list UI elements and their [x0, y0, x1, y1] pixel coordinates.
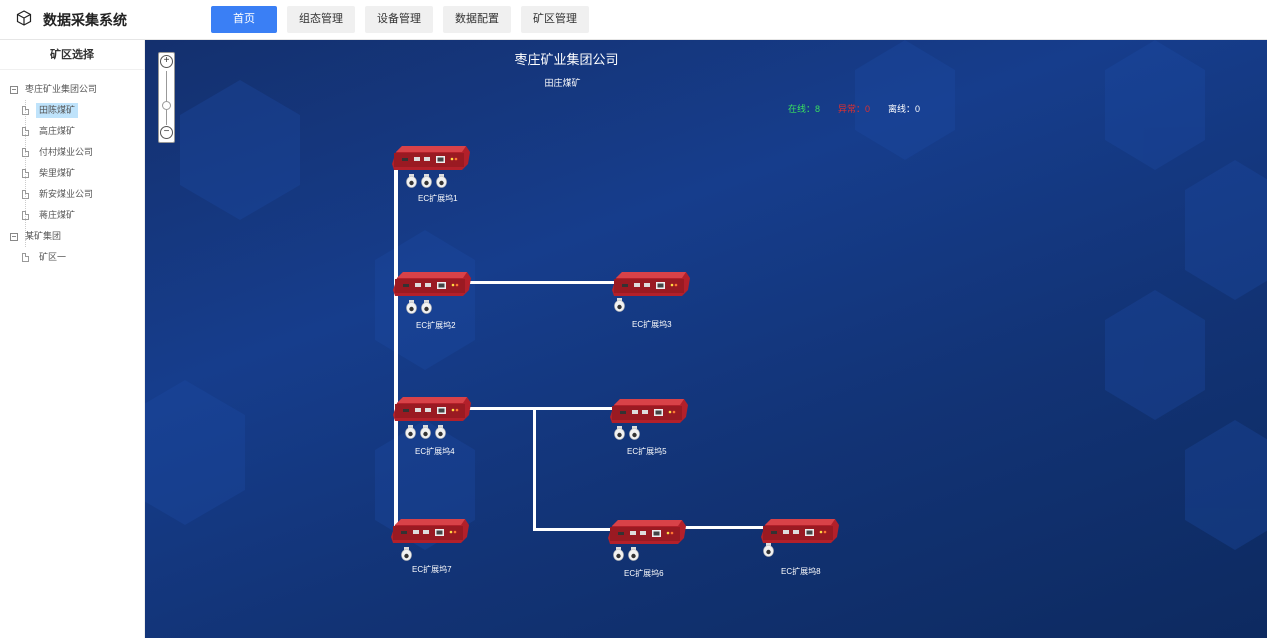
offline-count: 离线：0 [888, 104, 921, 114]
mine-tree: 枣庄矿业集团公司 田陈煤矿 高庄煤矿 付村煤业公司 柴里煤矿 新安煤业公司 蒋庄… [0, 70, 144, 268]
tree-item-label: 付村煤业公司 [39, 147, 94, 157]
topology-canvas[interactable]: + − 枣庄矿业集团公司 田庄煤矿 在线：8 异常：0 离线：0 EC扩展坞1 … [145, 40, 1267, 638]
connection-line [465, 407, 615, 410]
tree-item[interactable]: 矿区一 [0, 247, 144, 268]
nav-mine-management[interactable]: 矿区管理 [521, 6, 589, 33]
file-icon [22, 169, 29, 178]
tree-group[interactable]: 某矿集团 [0, 226, 144, 247]
connection-line [465, 281, 615, 284]
camera-icon[interactable] [421, 300, 432, 314]
canvas-title: 枣庄矿业集团公司 [514, 52, 619, 67]
camera-icon[interactable] [401, 547, 412, 561]
dock-device[interactable] [761, 519, 839, 545]
device-label: EC扩展坞6 [624, 569, 664, 578]
zoom-out-icon[interactable]: − [160, 126, 173, 139]
dock-device[interactable] [610, 399, 688, 425]
device-label: EC扩展坞8 [781, 567, 821, 576]
tree-item-label: 柴里煤矿 [39, 168, 76, 178]
hexagon-background [145, 40, 1267, 550]
device-label: EC扩展坞1 [418, 194, 458, 203]
file-icon [22, 106, 29, 115]
device-label: EC扩展坞5 [627, 447, 667, 456]
camera-group [613, 547, 643, 561]
app-header: 数据采集系统 首页 组态管理 设备管理 数据配置 矿区管理 [0, 0, 1267, 40]
camera-icon[interactable] [628, 547, 639, 561]
status-summary: 在线：8 异常：0 离线：0 [788, 102, 938, 115]
app-title: 数据采集系统 [43, 12, 127, 28]
file-icon [22, 127, 29, 136]
tree-item-label: 新安煤业公司 [39, 189, 94, 199]
camera-group [763, 543, 778, 557]
camera-icon[interactable] [614, 298, 625, 312]
camera-icon[interactable] [613, 547, 624, 561]
nav-config-management[interactable]: 组态管理 [287, 6, 355, 33]
camera-icon[interactable] [406, 174, 417, 188]
sidebar-title: 矿区选择 [0, 40, 144, 70]
nav-data-config[interactable]: 数据配置 [443, 6, 511, 33]
brand: 数据采集系统 [16, 9, 127, 31]
collapse-icon[interactable] [10, 85, 18, 94]
dock-device[interactable] [391, 519, 469, 545]
tree-item-label: 田陈煤矿 [36, 103, 79, 118]
camera-icon[interactable] [421, 174, 432, 188]
tree-group-label: 某矿集团 [25, 231, 62, 241]
connection-line [533, 407, 536, 531]
camera-icon[interactable] [763, 543, 774, 557]
tree-item[interactable]: 新安煤业公司 [0, 184, 144, 205]
device-label: EC扩展坞2 [416, 321, 456, 330]
tree-guide-line [25, 100, 26, 247]
file-icon [22, 148, 29, 157]
tree-item-label: 矿区一 [39, 252, 67, 262]
camera-icon[interactable] [420, 425, 431, 439]
file-icon [22, 190, 29, 199]
device-label: EC扩展坞7 [412, 565, 452, 574]
device-label: EC扩展坞3 [632, 320, 672, 329]
tree-item-label: 高庄煤矿 [39, 126, 76, 136]
camera-icon[interactable] [436, 174, 447, 188]
camera-group [405, 425, 450, 439]
cube-icon [16, 9, 32, 31]
online-count: 在线：8 [788, 104, 821, 114]
collapse-icon[interactable] [10, 232, 18, 241]
file-icon [22, 253, 29, 262]
sidebar: 矿区选择 枣庄矿业集团公司 田陈煤矿 高庄煤矿 付村煤业公司 柴里煤矿 新安煤业… [0, 40, 145, 638]
tree-item[interactable]: 蒋庄煤矿 [0, 205, 144, 226]
camera-icon[interactable] [406, 300, 417, 314]
tree-item[interactable]: 田陈煤矿 [0, 100, 144, 121]
tree-group[interactable]: 枣庄矿业集团公司 [0, 79, 144, 100]
connection-line [681, 526, 766, 529]
camera-group [614, 298, 629, 312]
tree-item[interactable]: 付村煤业公司 [0, 142, 144, 163]
file-icon [22, 211, 29, 220]
nav-home[interactable]: 首页 [211, 6, 277, 33]
device-label: EC扩展坞4 [415, 447, 455, 456]
camera-icon[interactable] [405, 425, 416, 439]
zoom-control: + − [158, 52, 175, 143]
dock-device[interactable] [393, 397, 471, 423]
tree-item[interactable]: 高庄煤矿 [0, 121, 144, 142]
camera-group [406, 174, 451, 188]
camera-icon[interactable] [629, 426, 640, 440]
zoom-in-icon[interactable]: + [160, 55, 173, 68]
camera-group [406, 300, 436, 314]
nav-device-management[interactable]: 设备管理 [365, 6, 433, 33]
connection-line [533, 528, 613, 531]
tree-group-label: 枣庄矿业集团公司 [25, 84, 98, 94]
connection-line [394, 166, 398, 536]
canvas-subtitle: 田庄煤矿 [544, 78, 581, 88]
zoom-track[interactable] [166, 71, 167, 125]
tree-item[interactable]: 柴里煤矿 [0, 163, 144, 184]
camera-group [401, 547, 416, 561]
zoom-slider-handle[interactable] [162, 101, 171, 110]
tree-item-label: 蒋庄煤矿 [39, 210, 76, 220]
top-nav: 首页 组态管理 设备管理 数据配置 矿区管理 [211, 6, 599, 33]
dock-device[interactable] [612, 272, 690, 298]
camera-icon[interactable] [435, 425, 446, 439]
abnormal-count: 异常：0 [838, 104, 871, 114]
dock-device[interactable] [393, 272, 471, 298]
dock-device[interactable] [392, 146, 470, 172]
camera-group [614, 426, 644, 440]
dock-device[interactable] [608, 520, 686, 546]
camera-icon[interactable] [614, 426, 625, 440]
